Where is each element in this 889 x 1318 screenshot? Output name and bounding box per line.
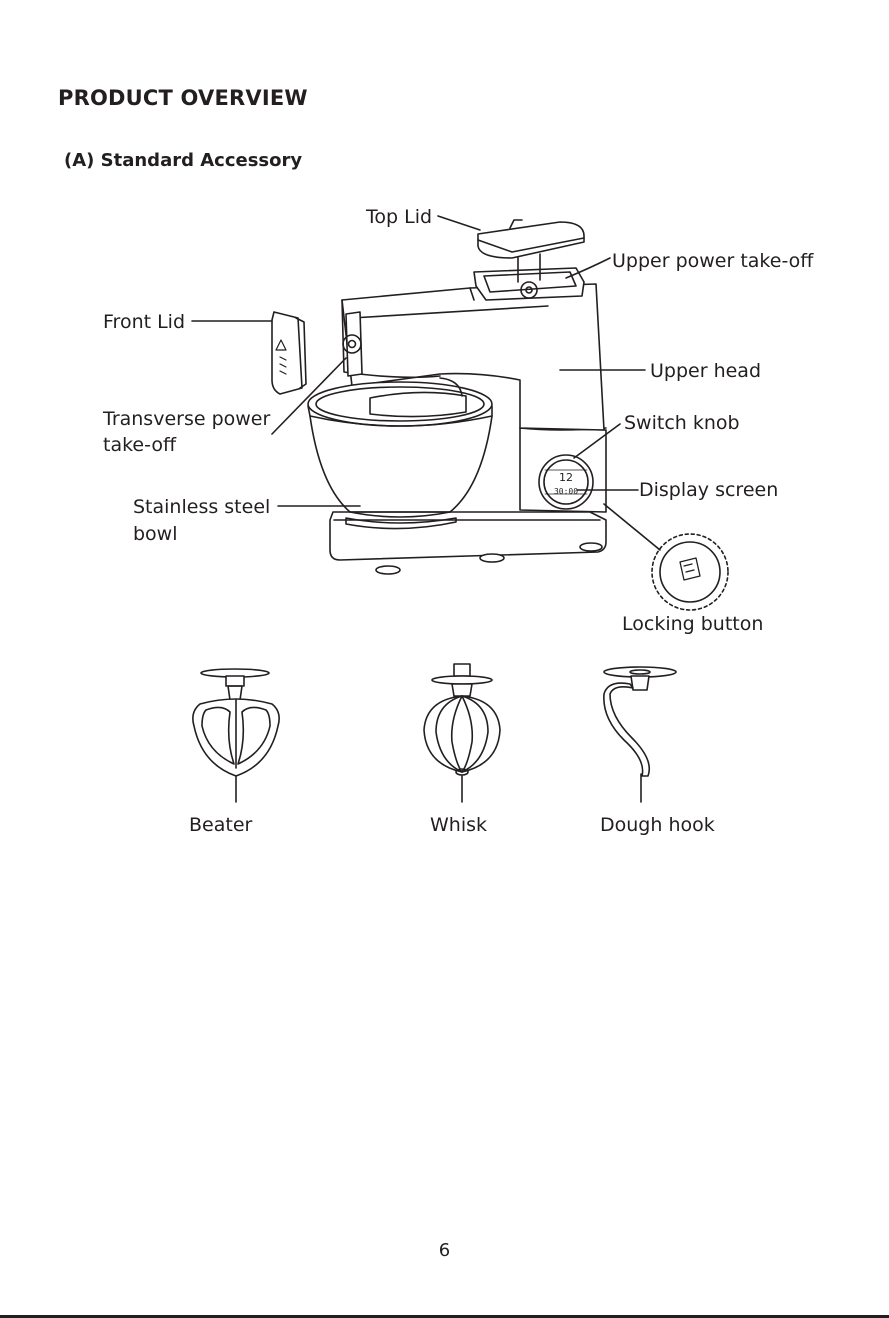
label-locking-button: Locking button xyxy=(622,611,763,638)
label-whisk: Whisk xyxy=(430,812,487,839)
beater-illustration xyxy=(193,669,279,776)
label-front-lid: Front Lid xyxy=(103,309,185,336)
display-speed-text: 12 xyxy=(559,471,573,484)
label-top-lid: Top Lid xyxy=(366,204,432,231)
label-display-screen: Display screen xyxy=(639,477,778,504)
dough-hook-illustration xyxy=(604,667,676,776)
label-transverse-power-line2: take-off xyxy=(103,432,176,459)
whisk-illustration xyxy=(424,664,500,775)
label-dough-hook: Dough hook xyxy=(600,812,715,839)
label-upper-head: Upper head xyxy=(650,358,761,385)
label-bowl-line1: Stainless steel xyxy=(133,494,270,521)
label-switch-knob: Switch knob xyxy=(624,410,740,437)
label-beater: Beater xyxy=(189,812,252,839)
label-upper-power-take-off: Upper power take-off xyxy=(612,248,813,275)
label-transverse-power-line1: Transverse power xyxy=(103,406,270,433)
display-time-text: 30:00 xyxy=(554,487,578,496)
label-bowl-line2: bowl xyxy=(133,521,178,548)
page-number: 6 xyxy=(0,1240,889,1261)
